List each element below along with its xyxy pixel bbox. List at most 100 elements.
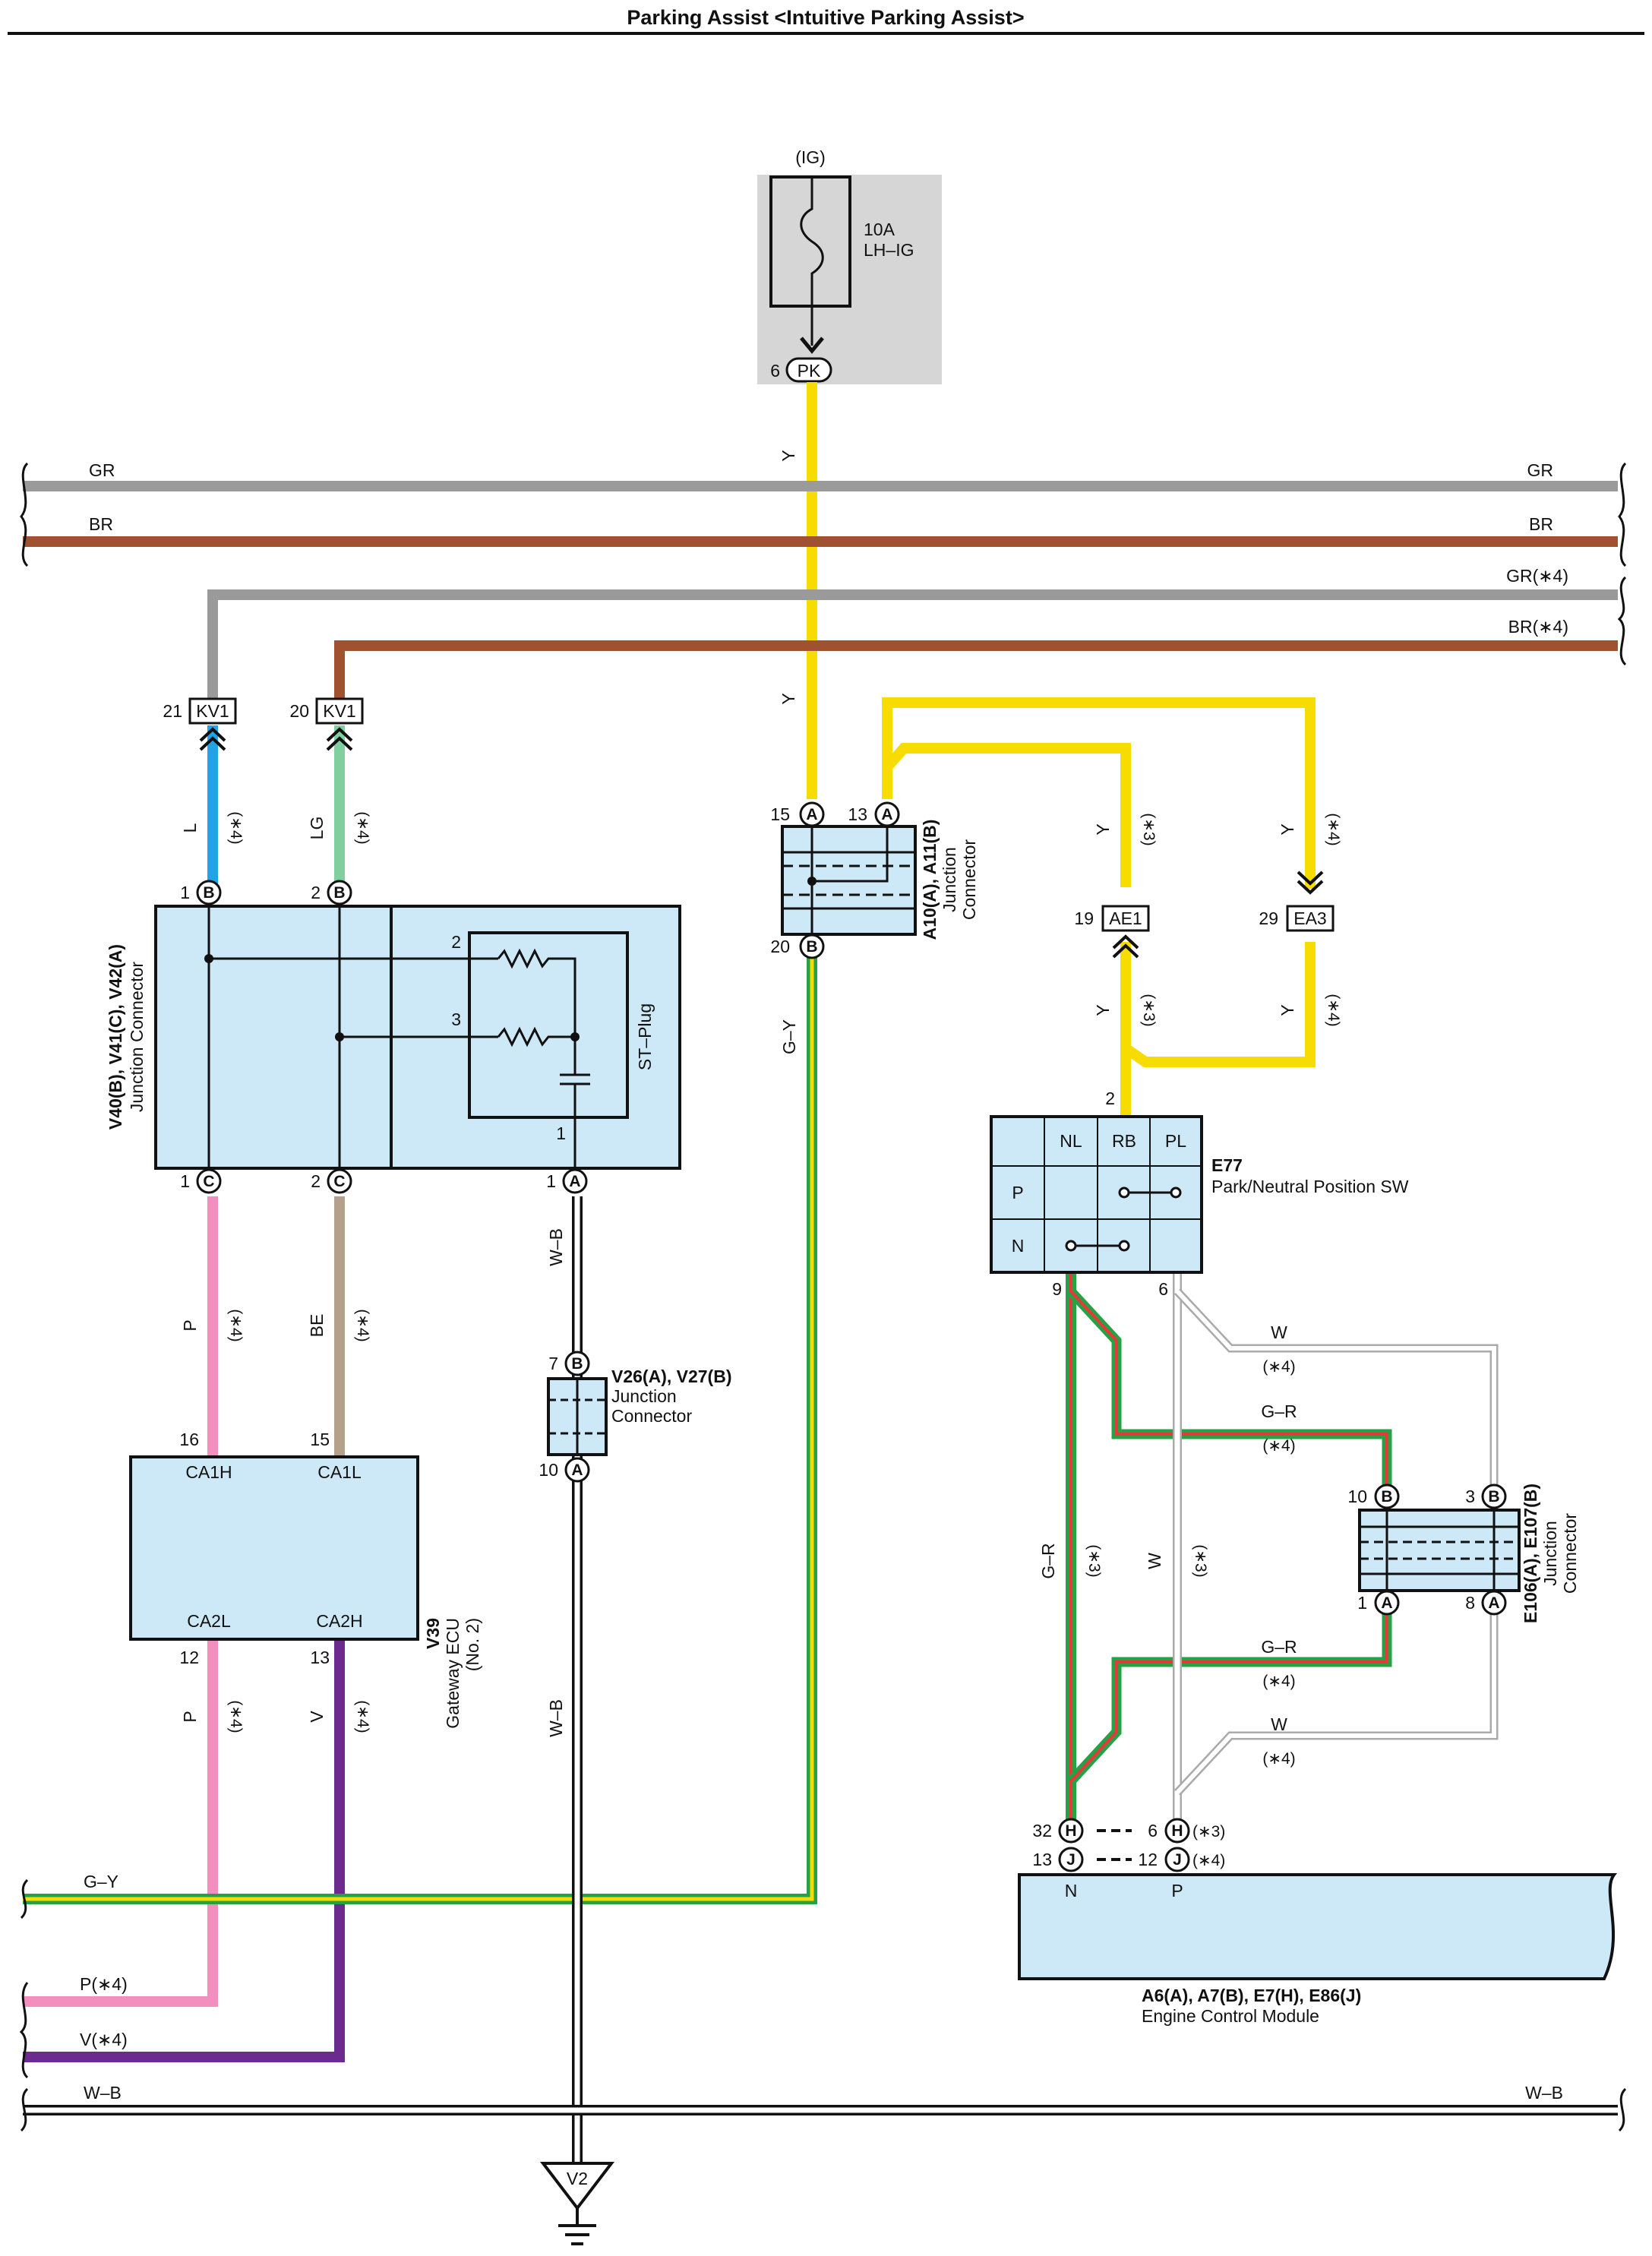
arrow-down-icon [800,337,824,354]
svg-text:B: B [333,884,345,902]
svg-text:B: B [1488,1488,1499,1506]
svg-text:A: A [571,1461,583,1479]
svg-text:H: H [1171,1822,1183,1840]
chevron-down-icon [1297,870,1324,895]
label-y-ea3: Y [1278,823,1297,835]
ecm-name: Engine Control Module [1142,2006,1319,2026]
svg-text:20: 20 [289,701,309,721]
pin-e106-a1: A [1374,1590,1400,1616]
label-gr-main: G–R [1038,1543,1058,1578]
note-w-main: (∗3) [1192,1544,1209,1577]
svg-text:AE1: AE1 [1109,908,1142,928]
svg-text:12: 12 [1138,1850,1158,1869]
note-y-ea3: (∗4) [1325,813,1342,845]
e77-name: Park/Neutral Position SW [1211,1177,1409,1196]
svg-text:16: 16 [179,1430,199,1449]
svg-text:1: 1 [180,883,190,902]
svg-text:J: J [1066,1851,1076,1869]
svg-text:1: 1 [180,1171,190,1191]
svg-text:6: 6 [1158,1279,1168,1299]
svg-text:1: 1 [556,1123,566,1143]
label-gy-bus: G–Y [84,1872,118,1891]
wire-w-branch-bottom [1173,1614,1499,1796]
label-y-1: Y [779,450,798,461]
label-y-ae1: Y [1093,823,1113,835]
svg-text:B: B [1381,1488,1392,1506]
pin-c1: C [196,1168,222,1194]
pin-c2: C [327,1168,352,1194]
svg-text:32: 32 [1032,1821,1052,1841]
wire-gy-stripe [23,957,814,1901]
label-wb-bus-left: W–B [84,2083,122,2103]
note-y-ae1: (∗3) [1140,813,1158,845]
label-wb-1: W–B [546,1228,566,1266]
pin-e106-b10: B [1374,1483,1400,1509]
pin-ecm-h6: H [1164,1818,1190,1844]
pin-b1: B [196,880,222,905]
svg-text:8: 8 [1465,1593,1475,1613]
label-p4-bus: P(∗4) [80,1974,128,1994]
svg-text:A: A [1488,1594,1499,1612]
svg-text:2: 2 [311,1171,321,1191]
pin-ecm-h32: H [1058,1818,1084,1844]
junction-v26: B 7 A 10 V26(A), V27(B) Junction Connect… [539,1351,731,1483]
wire-y-e77 [1120,942,1316,1067]
label-w-main: W [1145,1553,1164,1569]
svg-text:CA1H: CA1H [185,1462,232,1482]
park-neutral-switch: NL RB PL P N 2 9 6 E77 Park/Neutral Posi… [990,1089,1409,1299]
junction-a10: A 15 A 13 B 20 A10(A), A11(B) Junction C… [770,801,979,959]
fuse-connector: PK [798,361,821,381]
pin-ecm-j12: J [1164,1847,1190,1872]
svg-text:3: 3 [451,1010,461,1029]
fuse-icon [800,177,824,346]
connector-kv1-20: KV1 20 [289,697,364,751]
svg-text:N: N [1012,1236,1025,1256]
svg-text:C: C [203,1173,214,1190]
label-v: V [307,1711,327,1723]
wire-gr-branch-bottom [1067,1614,1392,1785]
svg-text:3: 3 [1465,1487,1475,1506]
label-gr-right: GR [1527,460,1554,480]
pin-ecm-j13: J [1058,1847,1084,1872]
label-be: BE [307,1314,327,1338]
label-v4-bus: V(∗4) [80,2030,128,2049]
wire-v-bottom [23,1639,345,2062]
junction-e106: B 10 B 3 A 1 A 8 E106(A), E107(B) Juncti… [1347,1483,1580,1623]
note-gr-top: (∗4) [1262,1437,1295,1455]
note-p-top: (∗4) [227,1309,245,1341]
label-gy-vertical: G–Y [779,1019,799,1054]
label-p-top: P [180,1319,200,1331]
chevron-up-icon [199,727,226,751]
label-wb-bus-right: W–B [1525,2083,1563,2103]
fuse-header: (IG) [795,147,826,167]
junction-e106-title: E106(A), E107(B) [1521,1483,1540,1623]
note-v: (∗4) [354,1700,371,1733]
svg-text:A: A [806,806,817,823]
svg-text:NL: NL [1060,1131,1082,1151]
svg-text:H: H [1065,1822,1076,1840]
svg-text:V2: V2 [567,2169,588,2188]
page-title: Parking Assist <Intuitive Parking Assist… [627,6,1024,29]
connector-ae1: AE1 19 [1074,905,1150,959]
pin-e106-a8: A [1481,1590,1507,1616]
wire-br4 [334,640,1618,699]
note-gr-bottom: (∗4) [1262,1673,1295,1690]
connector-kv1-21: KV1 21 [163,697,237,751]
note-p-bottom: (∗4) [227,1700,245,1733]
svg-text:20: 20 [770,937,790,956]
svg-text:B: B [203,884,214,902]
svg-text:J: J [1173,1851,1182,1869]
svg-text:N: N [1065,1881,1078,1901]
label-w-bottom: W [1271,1714,1287,1734]
label-y-2: Y [779,693,798,704]
svg-text:13: 13 [1032,1850,1052,1869]
note-y-ea3-low: (∗4) [1325,994,1342,1026]
connector-ea3: EA3 29 [1259,870,1335,932]
svg-text:CA1L: CA1L [317,1462,362,1482]
svg-text:13: 13 [848,804,867,824]
pin-e106-b3: B [1481,1483,1507,1509]
svg-text:2: 2 [451,932,461,952]
fuse-pin-number: 6 [770,361,780,381]
ground-v2: V2 [539,2162,615,2245]
wire-y-ae1 [883,743,1131,887]
